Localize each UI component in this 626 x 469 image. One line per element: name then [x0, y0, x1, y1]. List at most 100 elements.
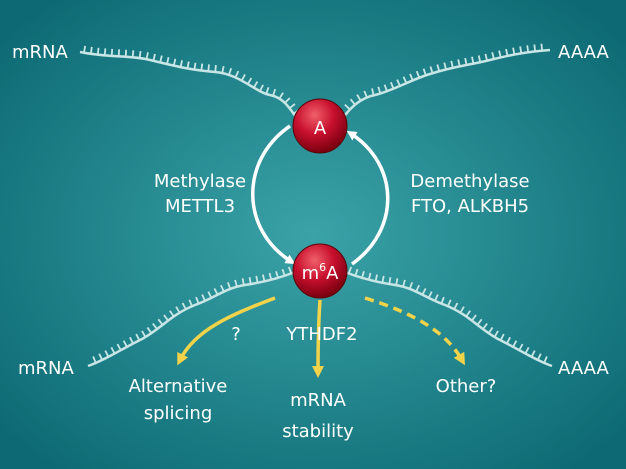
nucleotide-tick [169, 310, 175, 317]
mrna-strand-top-right [341, 48, 551, 119]
nucleotide-tick [288, 103, 296, 109]
nucleotide-tick [213, 288, 219, 296]
node-label-a: A [314, 118, 327, 139]
nucleotide-tick [530, 350, 536, 358]
nucleotide-tick [395, 278, 399, 286]
nucleotide-tick [464, 57, 468, 66]
nucleotide-tick [188, 299, 193, 307]
label-mettl3: METTL3 [165, 196, 235, 217]
nucleotide-tick [477, 55, 482, 63]
nucleotide-tick [518, 343, 524, 351]
nucleotide-tick [533, 44, 537, 52]
other-arrow [364, 296, 465, 366]
nucleotide-tick [122, 340, 128, 348]
nucleotide-tick [512, 47, 516, 55]
nucleotide-tick [524, 346, 530, 354]
nucleotide-tick [207, 64, 210, 72]
label-stability: stability [282, 421, 354, 442]
nucleotide-tick [145, 52, 149, 60]
nucleotide-tick [275, 270, 279, 279]
label-mrna-bottom: mRNA [18, 358, 75, 379]
nucleotide-tick [367, 272, 372, 281]
nucleotide-tick [512, 340, 518, 348]
nucleotide-tick [402, 76, 408, 84]
label-methylase: Methylase [154, 171, 246, 192]
nucleotide-tick [228, 67, 233, 76]
nucleotide-tick [175, 306, 181, 314]
nucleotide-tick [135, 333, 141, 341]
nucleotide-tick [234, 70, 240, 78]
nucleotide-tick [390, 81, 395, 90]
nucleotide-tick [278, 92, 284, 100]
nucleotide-tick [265, 87, 270, 95]
nucleotide-tick [152, 322, 158, 330]
nucleotide-tick [234, 279, 238, 287]
nucleotide-tick [240, 73, 246, 81]
nucleotide-tick [450, 60, 454, 68]
nucleotide-tick [427, 291, 433, 299]
nucleotide-tick [281, 268, 286, 277]
nucleotide-tick [129, 336, 134, 344]
nucleotide-tick [138, 50, 142, 59]
nucleotide-tick [499, 333, 505, 341]
nucleotide-tick [434, 294, 439, 302]
nucleotide-tick [491, 52, 495, 60]
nucleotide-tick [457, 59, 461, 67]
nucleotide-tick [361, 270, 365, 279]
nucleotide-tick [396, 79, 401, 87]
label-fto-alkbh5: FTO, ALKBH5 [411, 196, 529, 217]
nucleotide-tick [179, 60, 183, 68]
nucleotide-tick [526, 45, 530, 53]
nucleotide-tick [131, 50, 135, 58]
nucleotide-tick [181, 302, 187, 310]
nucleotide-tick [471, 314, 477, 322]
nucleotide-tick [344, 103, 351, 111]
nucleotide-tick [201, 294, 206, 302]
nucleotide-tick [253, 81, 259, 89]
nucleotide-tick [371, 88, 375, 96]
nucleotide-tick [363, 90, 368, 98]
splicing-arrow [177, 296, 276, 366]
nucleotide-tick [505, 48, 509, 57]
nucleotide-tick [476, 318, 483, 326]
nucleotide-tick [471, 56, 475, 64]
nucleotide-tick [422, 68, 427, 76]
nucleotide-tick [221, 66, 225, 74]
nucleotide-tick [498, 50, 502, 58]
nucleotide-tick [519, 46, 523, 54]
nucleotide-tick [89, 46, 93, 54]
label-unknown: ? [231, 324, 241, 345]
nucleotide-tick [259, 84, 264, 92]
nucleotide-tick [172, 58, 177, 66]
label-polya-top: AAAA [558, 42, 609, 63]
nucleotide-tick [146, 326, 153, 334]
label-ythdf2: YTHDF2 [285, 324, 357, 345]
nucleotide-tick [436, 64, 441, 72]
label-mrna-top: mRNA [12, 42, 69, 63]
nucleotide-tick [214, 64, 217, 73]
nucleotide-tick [200, 63, 204, 71]
label-polya-bottom: AAAA [558, 358, 609, 379]
label-demethylase: Demethylase [410, 171, 529, 192]
nucleotide-tick [166, 57, 170, 65]
nucleotide-tick [241, 278, 245, 286]
nucleotide-tick [163, 314, 169, 322]
nucleotide-tick [421, 288, 427, 296]
nucleotide-tick [415, 70, 421, 79]
nucleotide-tick [255, 275, 259, 284]
nucleotide-tick [377, 86, 382, 94]
nucleotide-tick [92, 356, 97, 364]
nucleotide-tick [268, 272, 273, 281]
nucleotide-tick [409, 73, 414, 81]
label-splicing: splicing [144, 403, 213, 424]
label-mrna-outcome: mRNA [290, 390, 347, 411]
nucleotide-tick [287, 266, 293, 274]
nucleotide-tick [152, 53, 156, 62]
demethylation-arrow [346, 130, 390, 266]
nucleotide-tick [83, 45, 87, 53]
nucleotide-tick [98, 353, 104, 361]
nucleotide-tick [415, 284, 420, 292]
m6a-node: m6A [292, 243, 348, 299]
nucleotide-tick [459, 306, 465, 314]
